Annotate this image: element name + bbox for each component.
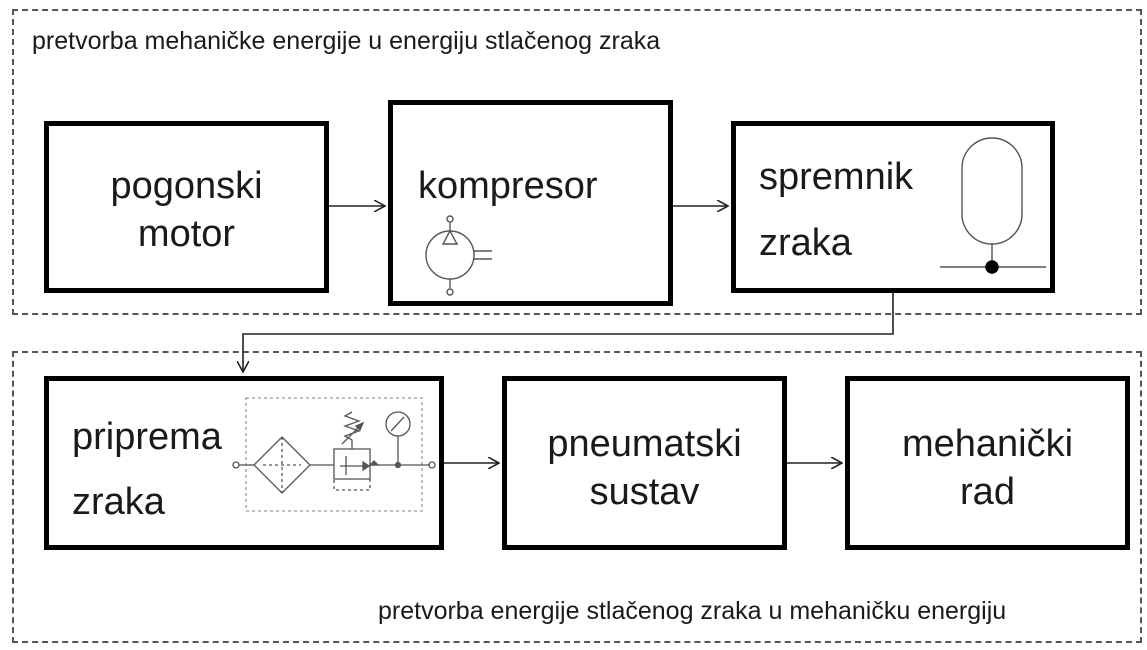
air-preparation-unit-icon [232,397,436,512]
block-kompresor-label: kompresor [418,165,598,207]
group-bottom-label: pretvorba energije stlačenog zraka u meh… [378,597,1007,625]
compressor-icon [425,215,492,296]
block-pogonski-motor-line2: motor [137,212,236,255]
block-priprema-line2: zraka [72,481,165,523]
block-spremnik-line2: zraka [759,222,852,264]
arrow-spremnik-to-priprema [243,293,894,372]
block-spremnik-zraka: spremnik zraka [731,121,1055,293]
block-mehanicki-line1: mehanički [901,423,1074,465]
block-pneumatski-sustav: pneumatski sustav [502,376,787,550]
block-pogonski-motor-label: pogonski motor [49,163,324,258]
air-tank-icon [940,137,1046,274]
group-top-label: pretvorba mehaničke energije u energiju … [32,27,661,55]
block-kompresor: kompresor [388,100,673,306]
block-pneumatski-line1: pneumatski [547,423,742,465]
block-priprema-line1: priprema [72,416,222,458]
group-top [12,9,1142,315]
block-pneumatski-label: pneumatski sustav [507,421,782,516]
block-spremnik-line1: spremnik [759,156,914,198]
group-bottom [12,351,1142,643]
block-pneumatski-line2: sustav [589,470,700,513]
block-mehanicki-line2: rad [960,470,1015,513]
block-pogonski-motor: pogonski motor [44,121,329,293]
block-mehanicki-rad: mehanički rad [845,376,1130,550]
block-mehanicki-label: mehanički rad [850,421,1125,516]
block-pogonski-motor-line1: pogonski [110,165,263,207]
block-priprema-zraka: priprema zraka [44,376,444,550]
